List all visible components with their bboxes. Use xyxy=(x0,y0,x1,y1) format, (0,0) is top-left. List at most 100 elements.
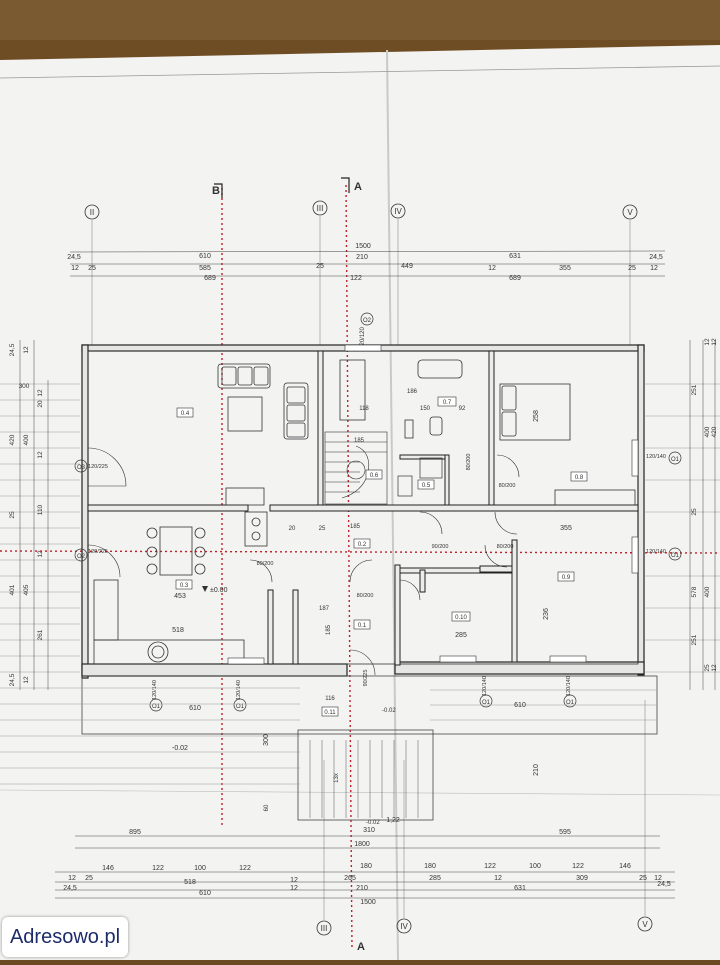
level-mark: -0.02 xyxy=(366,820,380,826)
dim-text: 116 xyxy=(325,696,335,702)
dim-text: 400 xyxy=(704,426,711,437)
sheet-border-top xyxy=(0,65,720,79)
dim-text: 595 xyxy=(559,829,571,836)
axis-circle xyxy=(396,918,412,934)
left-dimension-lines xyxy=(19,340,49,690)
room-tag-box xyxy=(417,479,435,490)
dim-text: 265 xyxy=(344,875,356,882)
window-tag: O1 xyxy=(671,553,680,559)
window-tag: O2 xyxy=(363,318,372,324)
table-top-band xyxy=(0,0,720,40)
room-label-0-8: 0.8 xyxy=(575,475,584,481)
dim-text: 180 xyxy=(360,863,372,870)
axis-markers-bottom: III IV V xyxy=(316,916,653,936)
right-dimension-texts: 12 12 251 400 420 25 578 400 251 25 12 xyxy=(691,338,718,672)
room-tag-box xyxy=(176,407,194,418)
sheet-border-mid xyxy=(0,789,720,796)
dim-text: 285 xyxy=(455,632,467,639)
dim-text: 689 xyxy=(509,275,521,282)
bathroom-fixtures xyxy=(339,359,463,439)
dim-text: 610 xyxy=(189,705,201,712)
dim-text: 13x xyxy=(334,773,340,783)
terrace-hatching xyxy=(0,383,720,785)
dim-text: 12 xyxy=(23,676,30,684)
dim-text: 24,5 xyxy=(649,254,663,261)
dim-text: 210 xyxy=(356,885,368,892)
dim-text: 100 xyxy=(529,863,541,870)
dim-text: 585 xyxy=(199,265,211,272)
dining-furniture xyxy=(93,511,268,665)
dim-text: 20 xyxy=(37,400,44,408)
window-size: 120/225 xyxy=(88,549,108,555)
dim-text: 25 xyxy=(639,875,647,882)
dim-text: 20 xyxy=(289,526,296,532)
dim-text: 180 xyxy=(424,863,436,870)
level-mark: -0.02 xyxy=(382,708,396,714)
dim-text: 25 xyxy=(628,265,636,272)
dim-text: 122 xyxy=(350,275,362,282)
dim-text: 401 xyxy=(9,584,16,595)
dim-text: 12 xyxy=(68,875,76,882)
door-size: 80/200 xyxy=(466,454,472,471)
dim-text: 146 xyxy=(102,865,114,872)
door-size: 80/200 xyxy=(497,544,514,550)
dim-text: 1500 xyxy=(360,899,376,906)
dim-text: 92 xyxy=(459,406,466,412)
entrance-stairs xyxy=(309,740,419,818)
dim-text: 185 xyxy=(354,438,365,444)
section-arrow-a xyxy=(341,177,350,193)
room-label-0-5: 0.5 xyxy=(422,483,431,489)
room-label-0-10: 0.10 xyxy=(455,615,467,621)
dim-text: 110 xyxy=(37,504,44,515)
dim-text: 12 xyxy=(654,875,662,882)
section-marker-a-bottom: A xyxy=(357,941,365,953)
window-openings xyxy=(227,344,639,665)
window-tag: O1 xyxy=(236,704,245,710)
dim-text: 185 xyxy=(326,624,332,635)
dim-text: 610 xyxy=(199,890,211,897)
room-tag-box xyxy=(175,579,193,590)
dim-text: 258 xyxy=(533,410,540,422)
dim-text: 25 xyxy=(691,508,698,516)
door-size: 80/200 xyxy=(357,593,374,599)
room-label-0-2: 0.2 xyxy=(358,542,367,548)
dim-text: 578 xyxy=(691,586,698,597)
paper-sheet xyxy=(0,45,720,960)
dim-text: 122 xyxy=(152,865,164,872)
left-dimension-texts: 24,5 12 300 12 20 420 400 12 110 25 12 4… xyxy=(9,343,44,686)
axis-circle xyxy=(84,204,100,220)
room-tag-box xyxy=(570,471,588,482)
room-label-0-3: 0.3 xyxy=(180,583,189,589)
dim-text: 12 xyxy=(290,877,298,884)
dim-text: 185 xyxy=(350,524,361,530)
dim-text: 1800 xyxy=(354,841,370,848)
dim-text: 25 xyxy=(9,511,16,519)
door-size-texts: 80/200 80/200 80/200 80/200 80/200 90/22… xyxy=(257,454,516,687)
dim-text: 400 xyxy=(704,586,711,597)
window-tags: O3 120/225 O2 120/225 O1 120/140 O1 120/… xyxy=(74,451,682,712)
dim-text: 610 xyxy=(514,702,526,709)
dim-text: 122 xyxy=(572,863,584,870)
dim-text: 453 xyxy=(174,593,186,600)
room-tag-box xyxy=(321,706,339,717)
dim-text: 300 xyxy=(19,383,30,390)
dim-text: 420 xyxy=(9,434,16,445)
window-size: 120/120 xyxy=(360,327,366,349)
dim-text: 25 xyxy=(319,526,326,532)
dim-text: 518 xyxy=(184,879,196,886)
dim-text: 122 xyxy=(239,865,251,872)
window-tag-circle xyxy=(360,312,374,326)
dim-text: 118 xyxy=(359,406,369,412)
dim-text: 1,22 xyxy=(386,817,400,824)
axis-markers-top: II III IV V xyxy=(84,200,638,220)
dim-text: 309 xyxy=(576,875,588,882)
dim-text: 210 xyxy=(533,764,540,776)
dim-text: 689 xyxy=(204,275,216,282)
dim-text: 12 xyxy=(711,338,718,346)
dim-text: 24,5 xyxy=(9,343,16,356)
dim-text: 12 xyxy=(711,664,718,672)
dim-text: 25 xyxy=(85,875,93,882)
window-tag: O3 xyxy=(77,465,86,471)
top-dimension-texts: 24,5 610 1500 631 24,5 12 25 585 210 12 … xyxy=(67,243,663,282)
axis-circle xyxy=(622,204,638,220)
